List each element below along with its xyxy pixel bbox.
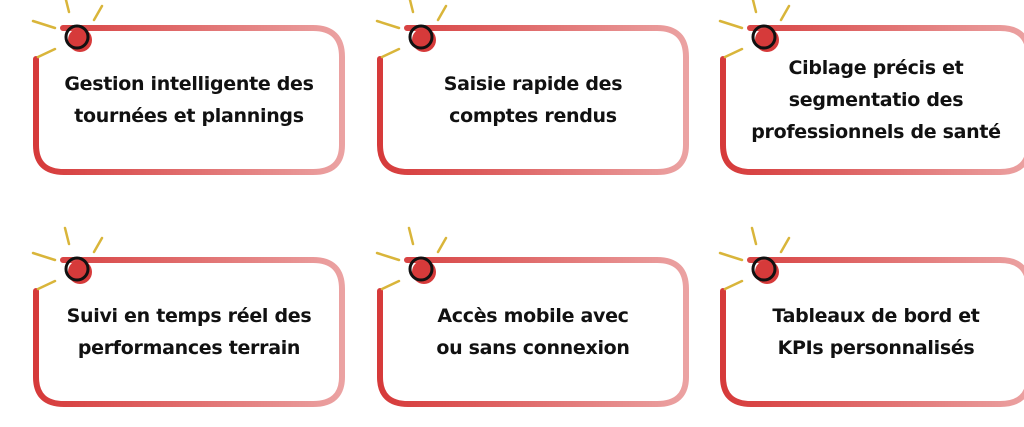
feature-card-routes: Gestion intelligente des tournées et plan… (31, 0, 345, 175)
sparkle-rays-icon (31, 0, 104, 59)
red-dot-icon (412, 28, 436, 52)
card-border (33, 257, 345, 407)
card-line: Suivi en temps réel des (66, 305, 312, 327)
sparkle-rays-icon (31, 226, 104, 291)
feature-card-dashboards: Tableaux de bord et KPIs personnalisés (718, 226, 1024, 407)
card-border (720, 25, 1024, 175)
card-line: professionnels de santé (751, 121, 1001, 143)
card-line: Saisie rapide des (443, 73, 623, 95)
feature-card-mobile: Accès mobile avec ou sans connexion (375, 226, 689, 407)
card-line: KPIs personnalisés (777, 337, 975, 359)
card-border (377, 25, 689, 175)
card-line: Accès mobile avec (437, 305, 629, 327)
sparkle-rays-icon (375, 0, 448, 59)
card-frame (375, 0, 689, 175)
sparkle-rays-icon (375, 226, 448, 291)
card-line: Ciblage précis et (788, 57, 964, 79)
feature-card-tracking: Suivi en temps réel des performances terr… (31, 226, 345, 407)
card-frame (31, 0, 345, 175)
card-border (377, 257, 689, 407)
red-dot-icon (68, 260, 92, 284)
card-frame (31, 226, 345, 407)
sparkle-rays-icon (718, 0, 791, 59)
card-line: Gestion intelligente des (64, 73, 314, 95)
card-border (720, 257, 1024, 407)
card-line: tournées et plannings (74, 105, 304, 127)
card-line: comptes rendus (449, 105, 617, 127)
red-dot-icon (68, 28, 92, 52)
red-dot-icon (412, 260, 436, 284)
card-frame (718, 0, 1024, 175)
sparkle-rays-icon (718, 226, 791, 291)
feature-card-targeting: Ciblage précis et segmentatio des professi… (718, 0, 1024, 175)
card-line: Tableaux de bord et (772, 305, 980, 327)
red-dot-icon (755, 28, 779, 52)
card-border (33, 25, 345, 175)
card-frame (718, 226, 1024, 407)
feature-card-reports: Saisie rapide des comptes rendus (375, 0, 689, 175)
card-line: segmentatio des (788, 89, 964, 111)
card-frame (375, 226, 689, 407)
card-line: ou sans connexion (436, 337, 630, 359)
red-dot-icon (755, 260, 779, 284)
card-line: performances terrain (77, 337, 301, 359)
